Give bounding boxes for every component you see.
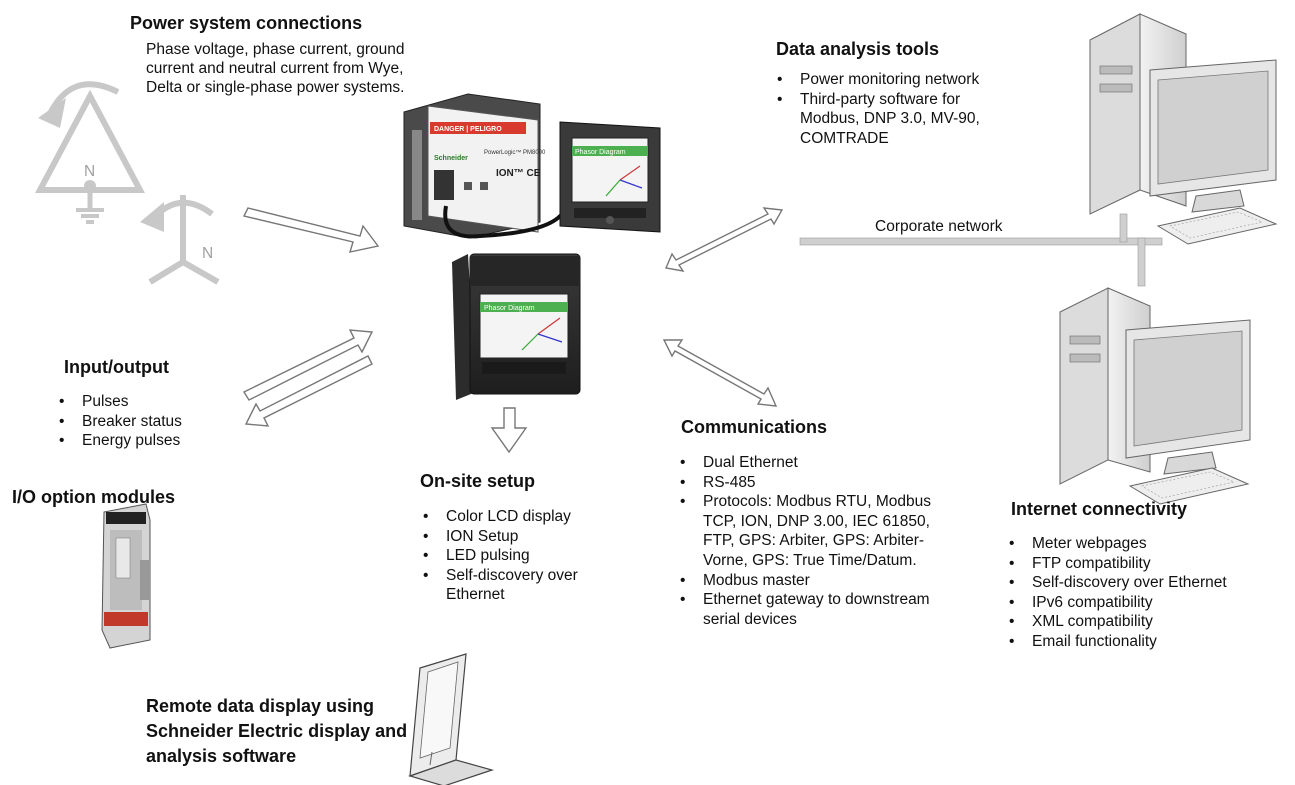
list-item: ION Setup	[420, 527, 630, 547]
list-item: LED pulsing	[420, 546, 630, 566]
on-site-setup-list: Color LCD display ION Setup LED pulsing …	[420, 507, 630, 605]
arrows-input-output	[242, 329, 374, 427]
data-analysis-list: Power monitoring network Third-party sof…	[774, 70, 1014, 148]
list-item: Ethernet gateway to downstream serial de…	[677, 590, 941, 629]
list-item: Self-discovery over Ethernet	[420, 566, 630, 605]
list-item: Third-party software for Modbus, DNP 3.0…	[774, 90, 1014, 149]
communications-list: Dual Ethernet RS-485 Protocols: Modbus R…	[677, 453, 967, 629]
input-output-title: Input/output	[64, 357, 169, 377]
list-item: Email functionality	[1006, 632, 1227, 652]
list-item: IPv6 compatibility	[1006, 593, 1227, 613]
list-item: Pulses	[56, 392, 182, 412]
delta-connection-symbol	[35, 81, 145, 224]
list-item: Self-discovery over Ethernet	[1006, 573, 1227, 593]
meter-model-label: PowerLogic™ PM8000	[484, 149, 546, 156]
power-connections-description: Phase voltage, phase current, ground cur…	[146, 41, 405, 96]
arrow-data-analysis	[665, 207, 784, 272]
desktop-computer-icon	[1089, 13, 1278, 245]
meter-screen-title: Phasor Diagram	[484, 305, 535, 312]
data-analysis-title: Data analysis tools	[776, 39, 940, 59]
wye-connection-symbol	[140, 195, 220, 285]
meter-danger-label: DANGER | PELIGRO	[434, 126, 502, 133]
remote-display-title: Remote data display using Schneider Elec…	[146, 696, 408, 766]
display-screen-title: Phasor Diagram	[575, 149, 626, 156]
power-connections-title: Power system connections	[130, 13, 363, 33]
wye-neutral-label: N	[202, 245, 214, 262]
power-meter-integrated-display: Phasor Diagram	[452, 253, 581, 400]
arrow-on-site-setup	[490, 407, 528, 454]
on-site-setup-title: On-site setup	[420, 471, 536, 491]
list-item: FTP compatibility	[1006, 554, 1227, 574]
power-meter-with-remote-display: DANGER | PELIGRO PowerLogic™ PM8000 ION™…	[403, 93, 661, 239]
list-item: Energy pulses	[56, 431, 182, 451]
desktop-computer-icon-2	[1059, 287, 1251, 505]
communications-title: Communications	[681, 417, 828, 437]
arrow-power-to-meter	[242, 207, 380, 253]
internet-connectivity-list: Meter webpages FTP compatibility Self-di…	[1006, 534, 1227, 652]
delta-neutral-label: N	[84, 163, 96, 180]
corporate-network-lines	[799, 213, 1163, 287]
input-output-list: Pulses Breaker status Energy pulses	[56, 392, 182, 451]
arrow-communications	[662, 339, 778, 407]
list-item: XML compatibility	[1006, 612, 1227, 632]
corporate-network-label: Corporate network	[872, 218, 1006, 236]
laptop-icon	[408, 653, 495, 785]
meter-brand-label: Schneider	[434, 155, 468, 162]
io-option-module	[101, 503, 151, 649]
list-item: Protocols: Modbus RTU, Modbus TCP, ION, …	[677, 492, 941, 570]
list-item: Dual Ethernet	[677, 453, 967, 473]
list-item: Modbus master	[677, 571, 967, 591]
list-item: RS-485	[677, 473, 967, 493]
list-item: Meter webpages	[1006, 534, 1227, 554]
list-item: Breaker status	[56, 412, 182, 432]
list-item: Power monitoring network	[774, 70, 1014, 90]
internet-connectivity-title: Internet connectivity	[1011, 499, 1188, 519]
meter-ion-label: ION™ CE	[496, 168, 541, 179]
io-modules-title: I/O option modules	[12, 487, 175, 507]
list-item: Color LCD display	[420, 507, 630, 527]
